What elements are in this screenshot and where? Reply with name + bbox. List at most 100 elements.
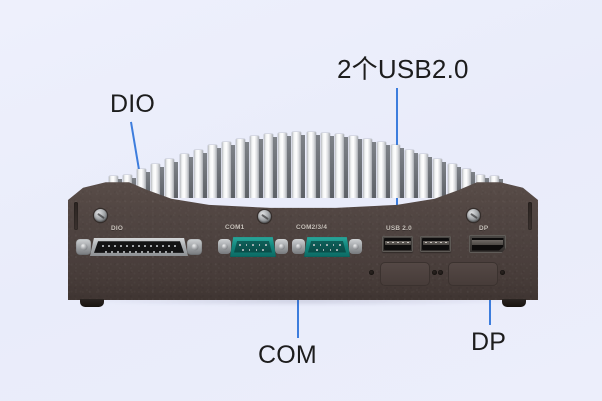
heatsink-fin bbox=[320, 132, 330, 198]
connector-pin bbox=[252, 244, 254, 246]
connector-pin bbox=[242, 249, 244, 251]
device-ground-shadow bbox=[80, 296, 525, 306]
callout-label-usb: 2个USB2.0 bbox=[337, 54, 469, 84]
heatsink-fin-gap bbox=[399, 148, 405, 198]
connector-pin bbox=[329, 249, 332, 251]
connector-pin bbox=[156, 245, 158, 247]
blank-expansion-plate-right bbox=[448, 262, 498, 286]
heatsink-fin-gap bbox=[159, 167, 165, 198]
heatsink-fin bbox=[264, 134, 274, 198]
heatsink-fin bbox=[391, 145, 401, 198]
heatsink-fin bbox=[235, 138, 245, 198]
heatsink-fin bbox=[306, 132, 316, 198]
heatsink-fin-gap bbox=[201, 152, 207, 198]
connector-pin bbox=[120, 245, 122, 247]
standoff-hole-1 bbox=[369, 270, 374, 275]
connector-pin bbox=[144, 245, 146, 247]
connector-pin bbox=[174, 245, 176, 247]
heatsink-fin-gap bbox=[441, 161, 447, 198]
heatsink-fin bbox=[151, 164, 161, 198]
heatsink-fin-gap bbox=[427, 157, 433, 198]
heatsink-fin-gap bbox=[300, 135, 306, 198]
connector-pin bbox=[117, 251, 119, 253]
heatsink-fin-gap bbox=[272, 137, 278, 198]
connector-pin bbox=[150, 245, 152, 247]
connector-pin bbox=[126, 245, 128, 247]
heatsink-fin-gap bbox=[243, 141, 249, 198]
chassis-rear-panel: DIO COM1 COM2/3/4 USB 2.0 DP bbox=[68, 178, 538, 307]
connector-pin bbox=[153, 251, 155, 253]
heatsink-fin bbox=[137, 169, 147, 198]
heatsink-fin-gap bbox=[370, 141, 376, 198]
connector-pin bbox=[168, 245, 170, 247]
heatsink-fin bbox=[419, 154, 429, 198]
connector-pin bbox=[171, 251, 173, 253]
connector-pin bbox=[108, 245, 110, 247]
heatsink-fin-gap bbox=[342, 137, 348, 198]
standoff-hole-4 bbox=[500, 270, 505, 275]
heatsink-fin-gap bbox=[229, 144, 235, 198]
heatsink-fin-gap bbox=[385, 144, 391, 198]
standoff-hole-3 bbox=[438, 270, 443, 275]
heatsink-fin-gap bbox=[455, 167, 461, 198]
usb-port-2[interactable] bbox=[420, 236, 451, 252]
silkscreen-com1: COM1 bbox=[225, 224, 245, 231]
connector-pin bbox=[265, 244, 267, 246]
callout-label-dp: DP bbox=[471, 328, 507, 356]
connector-pin bbox=[135, 251, 137, 253]
connector-pin bbox=[255, 249, 258, 251]
heatsink-fin bbox=[377, 141, 387, 198]
connector-pin bbox=[132, 245, 134, 247]
heatsink-fin-gap bbox=[286, 135, 292, 198]
connector-pin bbox=[239, 244, 241, 246]
heatsink-fin bbox=[447, 164, 457, 198]
connector-pin bbox=[165, 251, 167, 253]
rubber-foot-right bbox=[502, 299, 526, 307]
panel-screw-left bbox=[94, 209, 107, 222]
panel-screw-center bbox=[258, 210, 271, 223]
heatsink-fin-gap bbox=[173, 161, 179, 198]
heatsink-fin-gap bbox=[145, 172, 151, 198]
displayport-port[interactable] bbox=[469, 235, 506, 253]
vent-slot-left bbox=[74, 202, 78, 230]
connector-pin bbox=[111, 251, 113, 253]
connector-pin bbox=[159, 251, 161, 253]
usb-port-1[interactable] bbox=[382, 236, 413, 252]
dio-db25-port[interactable] bbox=[76, 236, 202, 258]
connector-pin bbox=[322, 249, 325, 251]
connector-pin bbox=[245, 244, 248, 246]
com234-serial-port[interactable] bbox=[292, 236, 362, 258]
heatsink-fin-gap bbox=[187, 157, 193, 198]
standoff-hole-2 bbox=[432, 270, 437, 275]
connector-pin bbox=[102, 245, 104, 247]
heatsink-fin bbox=[207, 145, 217, 198]
connector-pin bbox=[319, 244, 322, 246]
heatsink-fin bbox=[278, 132, 288, 198]
connector-pin bbox=[141, 251, 143, 253]
connector-pin bbox=[129, 251, 131, 253]
heatsink-fin bbox=[405, 149, 415, 198]
silkscreen-dio: DIO bbox=[111, 225, 124, 232]
heatsink-fin-gap bbox=[413, 152, 419, 198]
connector-pin bbox=[336, 249, 338, 251]
mini-pc-device: DIO COM1 COM2/3/4 USB 2.0 DP bbox=[68, 130, 538, 307]
heatsink-fin bbox=[334, 134, 344, 198]
heatsink-fin bbox=[362, 138, 372, 198]
heatsink-fin bbox=[292, 132, 302, 198]
heatsink-fin bbox=[348, 136, 358, 198]
silkscreen-usb: USB 2.0 bbox=[386, 225, 412, 232]
connector-pin bbox=[332, 244, 335, 246]
heatsink-fin bbox=[250, 136, 260, 198]
rubber-foot-left bbox=[80, 299, 104, 307]
callout-label-com: COM bbox=[258, 341, 317, 369]
heatsink-fin bbox=[433, 158, 443, 198]
heatsink-fin bbox=[165, 158, 175, 198]
heatsink-fin-gap bbox=[258, 139, 264, 198]
heatsink-fin-gap bbox=[328, 135, 334, 198]
heatsink-fin-gap bbox=[356, 139, 362, 198]
com1-serial-port[interactable] bbox=[218, 236, 288, 258]
heatsink-fin bbox=[193, 149, 203, 198]
connector-pin bbox=[326, 244, 328, 246]
connector-pin bbox=[258, 244, 261, 246]
